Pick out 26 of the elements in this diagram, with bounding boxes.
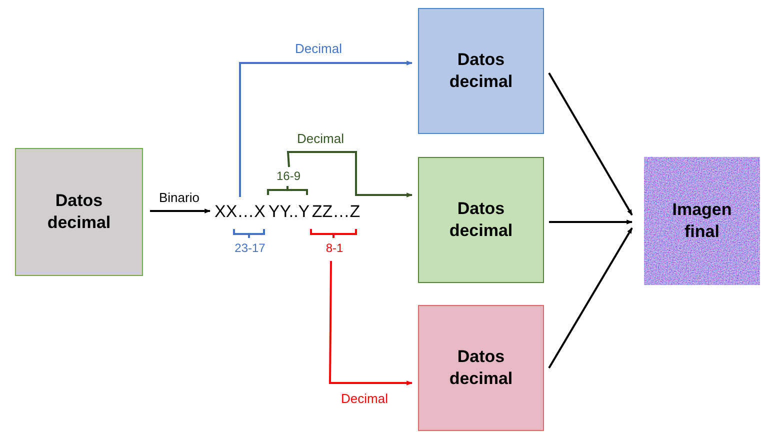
data-box	[418, 157, 544, 283]
box-label: Datos decimal	[448, 48, 514, 93]
arrow	[150, 208, 211, 214]
box-label: Datos decimal	[46, 190, 112, 234]
box-label: Imagen final	[671, 198, 733, 243]
bit-range-label: 16-9	[275, 169, 302, 183]
bit-string: XX…X	[214, 202, 266, 222]
edge-label: Decimal	[296, 131, 345, 146]
edge-label: Decimal	[294, 41, 343, 56]
arrow	[239, 60, 413, 197]
arrow	[329, 261, 413, 386]
box-label: Datos decimal	[448, 346, 514, 390]
data-box	[418, 8, 544, 134]
data-box	[15, 148, 143, 276]
arrow	[548, 72, 633, 216]
bit-range-label: 8-1	[324, 241, 344, 255]
arrow	[286, 151, 413, 198]
edge-label: Binario	[158, 190, 200, 205]
data-box	[418, 305, 544, 431]
bit-range-label: 23-17	[234, 241, 266, 255]
arrow	[548, 227, 633, 369]
edge-label: Decimal	[340, 391, 389, 406]
arrow	[549, 220, 633, 224]
box-label: Datos decimal	[448, 198, 514, 242]
bit-string: YY..Y	[268, 202, 310, 222]
bit-string: ZZ…Z	[312, 202, 360, 222]
